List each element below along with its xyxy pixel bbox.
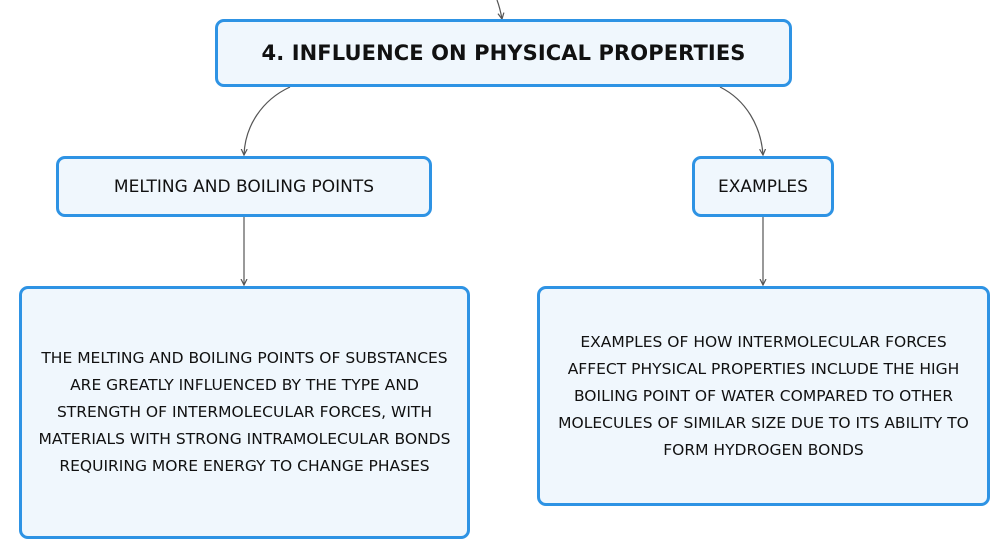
root-topic-label: 4. INFLUENCE ON PHYSICAL PROPERTIES [261, 41, 746, 65]
root-topic-node[interactable]: 4. INFLUENCE ON PHYSICAL PROPERTIES [215, 19, 792, 87]
detail-examples-text: EXAMPLES OF HOW INTERMOLECULAR FORCES AF… [558, 332, 969, 459]
connector-root-to-examples [719, 86, 763, 155]
branch-examples[interactable]: EXAMPLES [692, 156, 834, 217]
detail-examples[interactable]: EXAMPLES OF HOW INTERMOLECULAR FORCES AF… [537, 286, 990, 506]
detail-melting-boiling-points[interactable]: THE MELTING AND BOILING POINTS OF SUBSTA… [19, 286, 470, 539]
connector-parent-to-root [496, 0, 502, 19]
branch-melting-boiling-label: MELTING AND BOILING POINTS [113, 176, 375, 197]
branch-examples-label: EXAMPLES [718, 176, 808, 197]
detail-melting-boiling-text: THE MELTING AND BOILING POINTS OF SUBSTA… [38, 349, 451, 475]
branch-melting-boiling-points[interactable]: MELTING AND BOILING POINTS [56, 156, 432, 217]
connector-root-to-melting-boiling [244, 86, 291, 155]
